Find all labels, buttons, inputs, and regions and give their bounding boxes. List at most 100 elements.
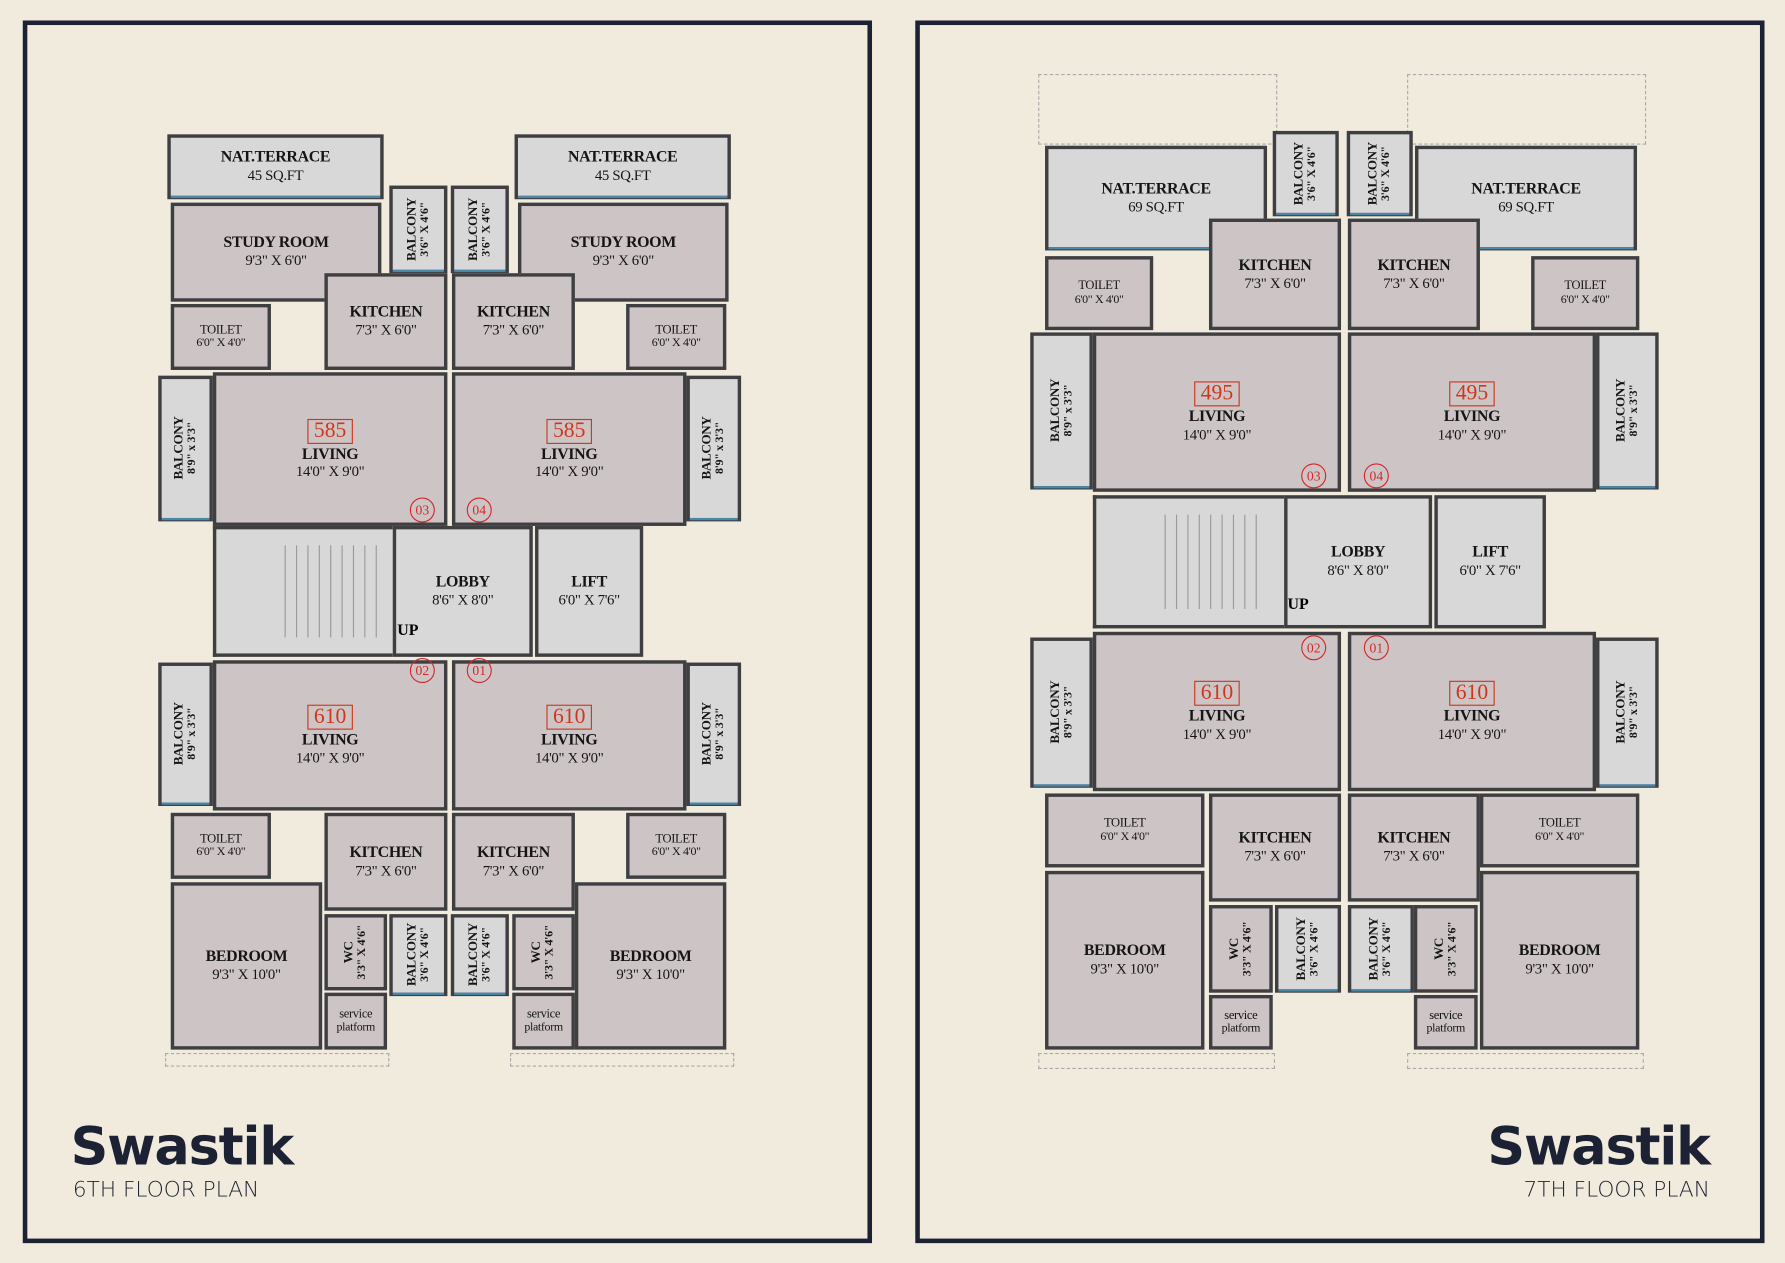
window-icon xyxy=(454,269,506,273)
room-dimensions: 6'0" X 4'0" xyxy=(1074,293,1124,306)
room-name: KITCHEN xyxy=(1377,830,1451,848)
room-dimensions: 6'0" X 4'0" xyxy=(196,337,246,350)
flat-number-03: 03 xyxy=(409,497,435,523)
window-icon xyxy=(161,802,210,805)
room-dimensions: 3'6" X 4'6" xyxy=(1380,146,1393,201)
window-icon xyxy=(454,992,506,995)
room-dimensions: 6'0" X 4'0" xyxy=(1535,830,1585,844)
room-dimensions: 45 SQ.FT xyxy=(247,166,304,184)
room-name: LIVING xyxy=(1188,409,1246,427)
room-name: service xyxy=(527,1007,561,1021)
room-name: service xyxy=(1224,1008,1258,1022)
room-dimensions: 69 SQ.FT xyxy=(1498,197,1554,215)
stair-step xyxy=(1164,514,1166,610)
flat-number-03: 03 xyxy=(1301,463,1327,489)
room-dimensions: 8'9" x 3'3" xyxy=(1627,686,1641,739)
room-dimensions: platform xyxy=(336,1021,376,1034)
room-name: LOBBY xyxy=(435,574,490,592)
dashed-outline xyxy=(1407,73,1647,145)
room-dimensions: 9'3" X 6'0" xyxy=(245,251,307,269)
staircase xyxy=(1092,495,1285,629)
room-name: service xyxy=(1429,1008,1463,1022)
stairs-up-label: UP xyxy=(1287,596,1309,614)
room-dimensions: 8'9" x 3'3" xyxy=(186,422,199,475)
room-name: BALCONY xyxy=(1294,917,1309,981)
room-name: LIVING xyxy=(301,732,359,750)
window-icon xyxy=(517,195,728,199)
unit-area-badge: 585 xyxy=(546,418,593,444)
room-name: BALCONY xyxy=(466,197,481,261)
room-name: LOBBY xyxy=(1331,544,1386,562)
room-name: NAT.TERRACE xyxy=(220,149,331,167)
room-dimensions: 8'9" x 3'3" xyxy=(714,422,727,475)
room-dimensions: 6'0" X 7'6" xyxy=(1459,561,1521,579)
room-dimensions: 45 SQ.FT xyxy=(594,166,651,184)
flat-number-01: 01 xyxy=(1363,635,1389,661)
stairs-up-label: UP xyxy=(397,622,419,640)
plan-subtitle-7th: 7TH FLOOR PLAN xyxy=(1523,1177,1710,1203)
room-dimensions: 8'9" x 3'3" xyxy=(1062,384,1075,437)
room-name: BEDROOM xyxy=(1518,942,1601,961)
window-icon xyxy=(170,195,381,199)
room-name: BALCONY xyxy=(1614,379,1628,443)
room-name: LIVING xyxy=(540,732,598,750)
room-name: TOILET xyxy=(1538,816,1581,831)
window-icon xyxy=(1350,212,1410,216)
room-name: NAT.TERRACE xyxy=(1471,180,1581,198)
room-dimensions: 8'9" x 3'3" xyxy=(1627,384,1641,437)
room-dimensions: platform xyxy=(1221,1022,1261,1036)
room-name: LIVING xyxy=(1443,708,1501,726)
plan-subtitle-6th: 6TH FLOOR PLAN xyxy=(72,1177,260,1203)
room-dimensions: 7'3" X 6'0" xyxy=(482,321,545,339)
unit-area-badge: 495 xyxy=(1448,381,1496,407)
room-name: LIVING xyxy=(1443,409,1501,427)
room-dimensions: 9'3" X 10'0" xyxy=(212,965,281,983)
room-dimensions: 8'9" x 3'3" xyxy=(186,708,199,761)
room-dimensions: 69 SQ.FT xyxy=(1128,197,1184,215)
room-dimensions: 3'6" X 4'6" xyxy=(1381,921,1394,977)
room-dimensions: 7'3" X 6'0" xyxy=(1244,273,1306,291)
room-name: TOILET xyxy=(1103,816,1146,831)
room-name: BALCONY xyxy=(405,197,419,261)
room-dimensions: 9'3" X 10'0" xyxy=(1090,959,1160,977)
stair-step xyxy=(1232,514,1235,610)
window-icon xyxy=(1033,486,1090,489)
window-icon xyxy=(1351,989,1411,992)
room-dimensions: 8'9" x 3'3" xyxy=(714,708,727,761)
stair-step xyxy=(1210,514,1212,610)
stair-step xyxy=(284,545,286,638)
room-dimensions: 8'9" x 3'3" xyxy=(1062,686,1075,739)
